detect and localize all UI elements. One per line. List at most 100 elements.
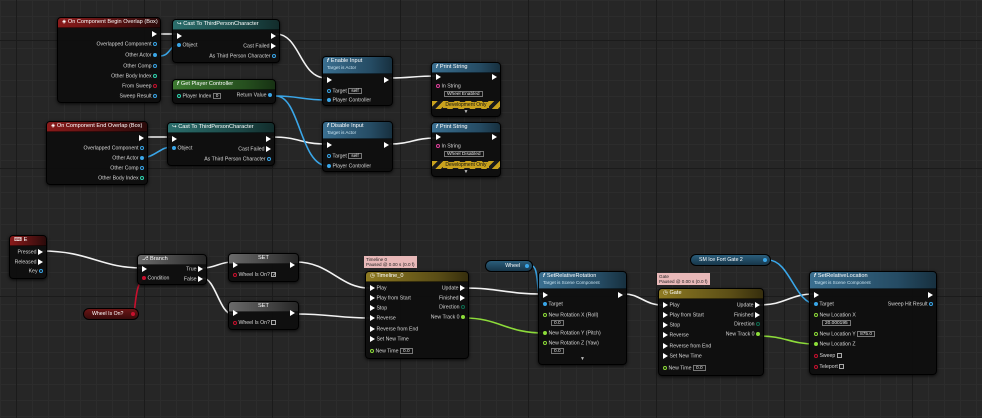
rotation-x-field[interactable]: 0.0: [551, 320, 564, 326]
pin-new-rotation-z[interactable]: New Rotation Z (Yaw): [543, 341, 599, 347]
wheel-variable-getter[interactable]: Wheel: [485, 260, 533, 272]
pin-sweep[interactable]: Sweep: [814, 353, 842, 359]
pin-finished[interactable]: Finished: [734, 312, 760, 319]
pin-as-third-person[interactable]: As Third Person Character: [209, 54, 276, 60]
pin-in-string[interactable]: In String: [436, 84, 461, 90]
in-string-field[interactable]: Wheel Disabled: [444, 151, 484, 157]
pin-new-time[interactable]: New Time 0.0: [370, 348, 413, 355]
timeline-0-node[interactable]: ◷ Timeline_0 Play Play from Start Stop R…: [365, 271, 469, 359]
pin-target[interactable]: Target self: [327, 153, 362, 160]
exec-in-pin[interactable]: [172, 136, 177, 143]
pin-condition[interactable]: Condition: [142, 276, 169, 282]
branch-node[interactable]: ⎇ Branch True Condition False: [137, 254, 207, 285]
exec-out-pin[interactable]: [290, 310, 295, 317]
pin-play-from-start[interactable]: Play from Start: [663, 312, 704, 319]
cast-to-thirdperson-node-1[interactable]: ↪ Cast To ThirdPersonCharacter Object Ca…: [172, 19, 280, 63]
teleport-checkbox[interactable]: [839, 364, 845, 369]
gate-timeline-node[interactable]: ◷ Gate Play Play from Start Stop Reverse…: [658, 288, 764, 376]
pin-teleport[interactable]: Teleport: [814, 364, 845, 370]
exec-out-pin[interactable]: [492, 134, 497, 141]
exec-out-pin[interactable]: [492, 74, 497, 81]
pin-other-body-index[interactable]: Other Body Index: [98, 176, 144, 182]
exec-out-pin[interactable]: [384, 77, 389, 84]
pin-true[interactable]: True: [186, 266, 203, 273]
e-key-event-node[interactable]: ⌨ E Pressed Released Key: [9, 235, 47, 279]
pin-wheel-is-on[interactable]: Wheel Is On?: [233, 320, 277, 326]
rotation-z-field[interactable]: 0.0: [551, 348, 564, 354]
pin-update[interactable]: Update: [442, 285, 465, 292]
wheel-is-on-checkbox[interactable]: ✓: [271, 272, 277, 278]
pin-wheel-is-on[interactable]: Wheel Is On? ✓: [233, 272, 277, 278]
on-component-end-overlap-node[interactable]: ◈ On Component End Overlap (Box) Overlap…: [46, 121, 148, 185]
pin-object[interactable]: Object: [177, 43, 197, 49]
sweep-checkbox[interactable]: [836, 353, 842, 358]
pin-other-comp[interactable]: Other Comp: [123, 64, 157, 70]
pin-new-time[interactable]: New Time 0.0: [663, 365, 706, 372]
exec-in-pin[interactable]: [436, 74, 441, 81]
pin-player-index[interactable]: Player Index 0: [177, 93, 222, 100]
exec-in-pin[interactable]: [177, 33, 182, 40]
pin-object[interactable]: Object: [172, 146, 192, 152]
pin-stop[interactable]: Stop: [370, 305, 387, 312]
pin-sweep-result[interactable]: Sweep Result: [120, 94, 157, 100]
pin-new-track-0[interactable]: New Track 0: [726, 332, 760, 338]
pin-play[interactable]: Play: [370, 285, 387, 292]
exec-in-pin[interactable]: [142, 266, 147, 273]
new-time-field[interactable]: 0.0: [399, 348, 413, 354]
expand-chevron-icon[interactable]: ▼: [463, 109, 469, 115]
pin-play-from-start[interactable]: Play from Start: [370, 295, 411, 302]
pin-cast-failed[interactable]: Cast Failed: [243, 43, 276, 50]
pin-direction[interactable]: Direction: [439, 305, 465, 311]
pin-in-string[interactable]: In String: [436, 144, 461, 150]
pin-false[interactable]: False: [184, 276, 203, 283]
wheel-is-on-getter[interactable]: Wheel Is On?: [83, 308, 139, 320]
expand-chevron-icon[interactable]: ▼: [463, 169, 469, 175]
pin-cast-failed[interactable]: Cast Failed: [238, 146, 271, 153]
new-time-field[interactable]: 0.0: [692, 365, 706, 371]
exec-out-pin[interactable]: [384, 142, 389, 149]
pin-released[interactable]: Released: [15, 259, 43, 266]
pin-play[interactable]: Play: [663, 302, 680, 309]
pin-other-comp[interactable]: Other Comp: [110, 166, 144, 172]
expand-chevron-icon[interactable]: ▼: [580, 356, 585, 362]
exec-in-pin[interactable]: [233, 310, 238, 317]
pin-reverse-from-end[interactable]: Reverse from End: [663, 343, 711, 350]
location-y-field[interactable]: 875.0: [857, 331, 876, 337]
exec-in-pin[interactable]: [436, 134, 441, 141]
exec-out-pin[interactable]: [266, 136, 271, 143]
sm-ice-fort-gate-2-getter[interactable]: SM Ice Fort Gate 2: [690, 254, 771, 266]
exec-out-pin[interactable]: [290, 262, 295, 269]
pin-new-rotation-y[interactable]: New Rotation Y (Pitch): [543, 331, 601, 337]
pin-overlapped-component[interactable]: Overlapped Component: [96, 42, 157, 48]
pin-return-value[interactable]: Return Value: [237, 93, 272, 99]
exec-in-pin[interactable]: [814, 292, 819, 299]
pin-other-body-index[interactable]: Other Body Index: [111, 74, 157, 80]
exec-out-pin[interactable]: [618, 292, 623, 299]
on-component-begin-overlap-node[interactable]: ◈ On Component Begin Overlap (Box) Overl…: [57, 17, 161, 103]
exec-in-pin[interactable]: [327, 77, 332, 84]
pin-player-controller[interactable]: Player Controller: [327, 98, 371, 104]
player-index-field[interactable]: 0: [212, 93, 222, 99]
pin-set-new-time[interactable]: Set New Time: [370, 336, 409, 343]
set-wheel-is-on-true-node[interactable]: SET Wheel Is On? ✓: [228, 253, 299, 282]
pin-from-sweep[interactable]: From Sweep: [122, 84, 157, 90]
pin-as-third-person[interactable]: As Third Person Character: [204, 157, 271, 163]
pin-new-location-x[interactable]: New Location X: [814, 313, 856, 319]
pin-new-rotation-x[interactable]: New Rotation X (Roll): [543, 313, 598, 319]
pin-other-actor[interactable]: Other Actor: [125, 53, 157, 59]
pin-reverse-from-end[interactable]: Reverse from End: [370, 326, 418, 333]
pin-update[interactable]: Update: [737, 302, 760, 309]
exec-in-pin[interactable]: [233, 262, 238, 269]
pin-new-track-0[interactable]: New Track 0: [431, 315, 465, 321]
pin-key[interactable]: Key: [29, 269, 43, 275]
pin-pressed[interactable]: Pressed: [18, 249, 43, 256]
cast-to-thirdperson-node-2[interactable]: ↪ Cast To ThirdPersonCharacter Object Ca…: [167, 122, 275, 166]
